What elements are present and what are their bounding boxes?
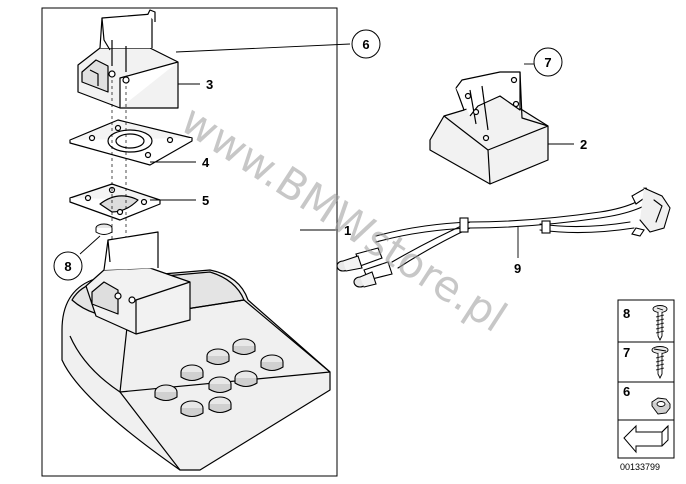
callout-1[interactable]: 1 [344,223,351,238]
fastener-legend: 8 7 6 [617,299,675,459]
callout-5[interactable]: 5 [202,193,209,208]
part-9-cable-harness[interactable] [336,187,671,288]
callout-3[interactable]: 3 [206,77,213,92]
callout-6-circle [351,29,381,59]
part-1-control-unit[interactable] [61,231,331,471]
button-7 [154,384,178,402]
legend-label-7: 7 [623,345,630,360]
part-5-flange[interactable] [69,183,161,221]
part-3-bracket[interactable] [77,9,179,109]
arrow-icon [623,424,669,454]
callout-9[interactable]: 9 [514,261,521,276]
button-6 [208,376,232,394]
button-2 [206,348,230,366]
control-unit-buttons [154,338,284,418]
nut-icon[interactable] [651,397,671,415]
callout-4[interactable]: 4 [202,155,210,170]
reference-number: 00133799 [620,462,660,472]
callout-2[interactable]: 2 [580,137,587,152]
legend-label-8: 8 [623,306,630,321]
button-1 [232,338,256,356]
button-8 [208,396,232,414]
callout-8[interactable]: 8 [64,259,71,274]
screw-icon[interactable] [652,305,668,342]
callout-6[interactable]: 6 [362,37,369,52]
callout-8-circle [53,251,83,281]
button-9 [180,400,204,418]
callout-7-circle [533,47,563,77]
washer-screw-icon[interactable] [651,346,669,380]
assembly-frame [41,7,338,477]
button-3 [260,354,284,372]
part-2-bracket[interactable] [429,71,549,185]
alignment-lines [111,80,127,250]
legend-label-6: 6 [623,384,630,399]
button-4 [180,364,204,382]
part-8-screw-small[interactable] [95,223,113,235]
leader-lines [79,43,574,258]
part-4-gasket[interactable] [69,119,193,166]
callout-7[interactable]: 7 [544,55,551,70]
button-5 [234,370,258,388]
